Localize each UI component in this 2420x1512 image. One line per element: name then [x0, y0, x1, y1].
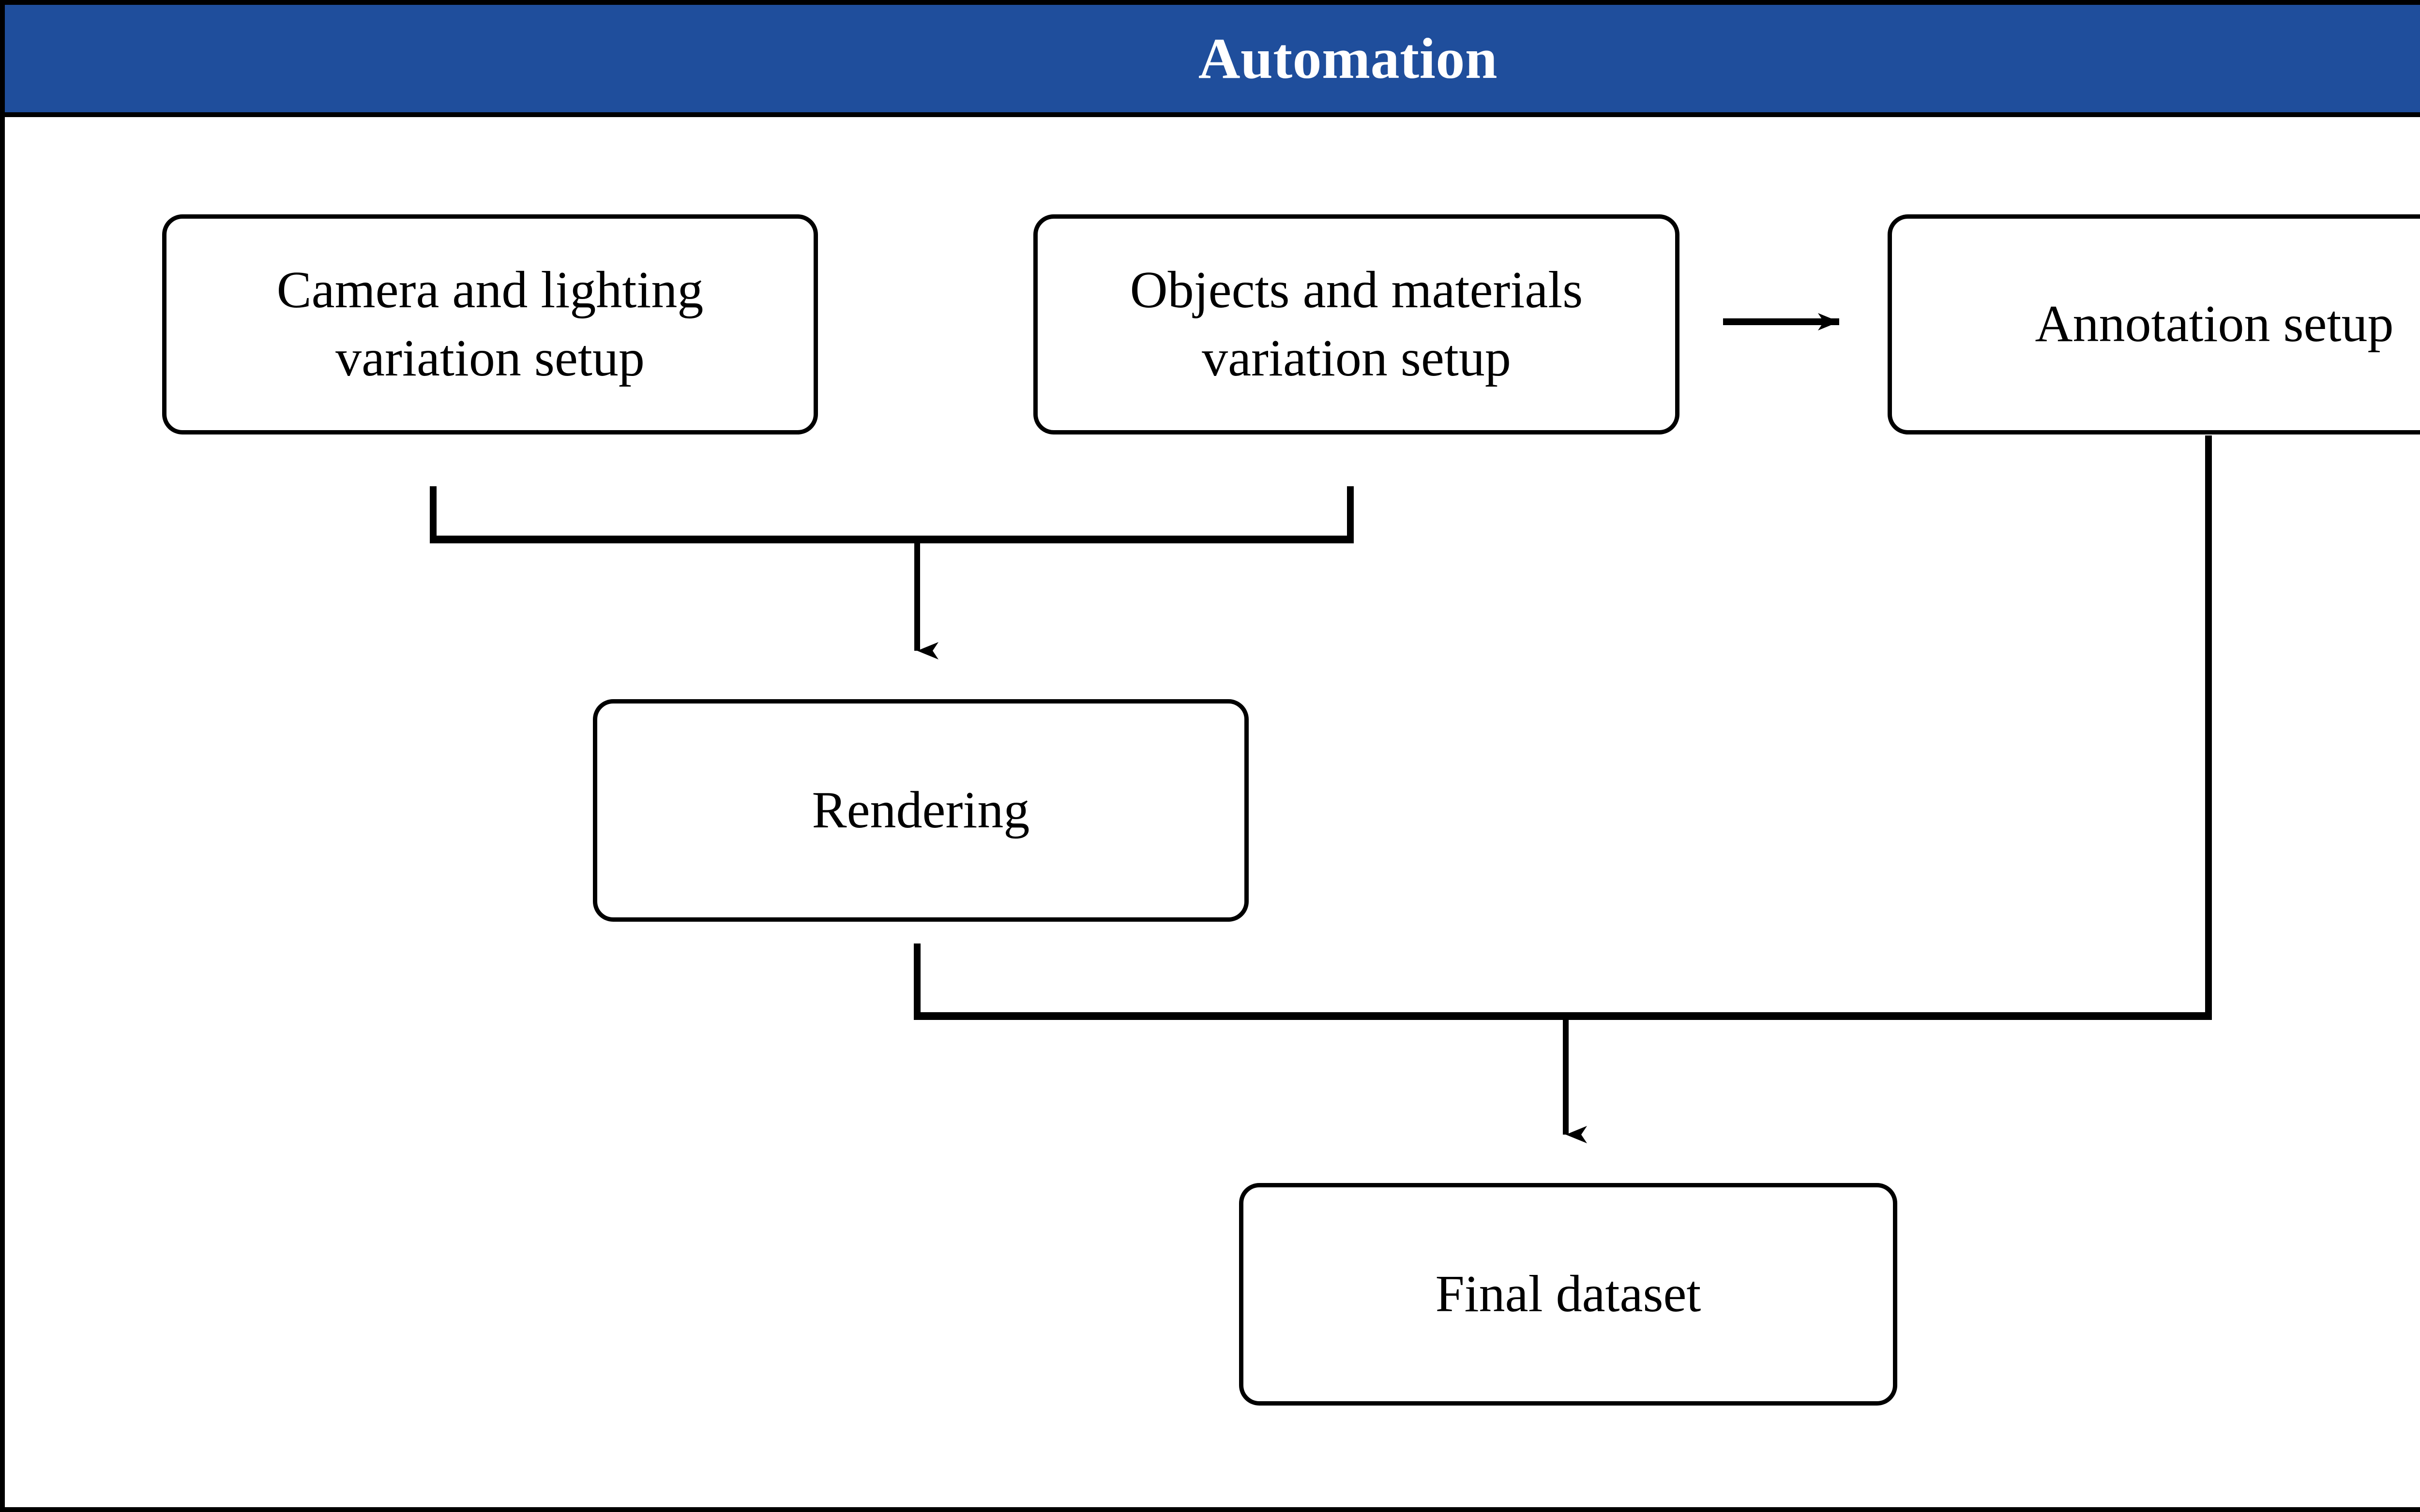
- edge-camera-objects-to-rendering: [430, 486, 1354, 659]
- node-final-dataset[interactable]: Final dataset: [1239, 1183, 1897, 1406]
- node-label: Rendering: [812, 781, 1030, 839]
- node-camera-lighting-setup[interactable]: Camera and lighting variation setup: [162, 214, 818, 434]
- node-annotation-setup[interactable]: Annotation setup: [1888, 214, 2420, 434]
- node-label: Final dataset: [1435, 1265, 1701, 1323]
- node-rendering[interactable]: Rendering: [593, 699, 1249, 922]
- node-label: Camera and lighting variation setup: [276, 261, 704, 387]
- node-label: Annotation setup: [2035, 295, 2394, 353]
- node-objects-materials-setup[interactable]: Objects and materials variation setup: [1033, 214, 1679, 434]
- page-title: Automation: [1198, 26, 1498, 90]
- node-label: Objects and materials variation setup: [1130, 261, 1583, 387]
- diagram-canvas: Camera and lighting variation setup Obje…: [5, 5, 2420, 1507]
- header-banner: Automation: [5, 5, 2420, 117]
